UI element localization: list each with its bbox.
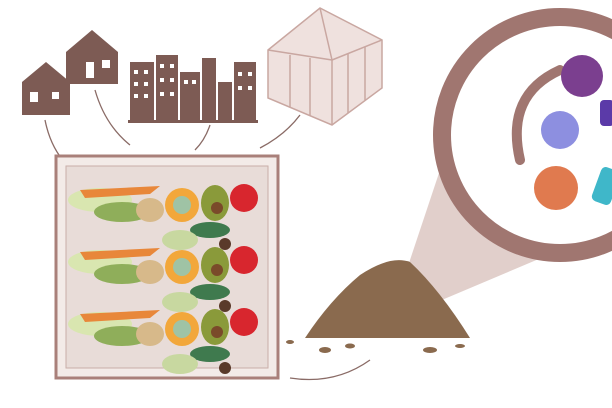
food-waste [68, 184, 258, 374]
microbe-icons [534, 55, 612, 210]
greenhouse-icon [267, 7, 383, 126]
compost-pile-icon [286, 260, 470, 353]
houses-icon [22, 30, 118, 115]
city-buildings-icon [128, 55, 258, 123]
magnifier-lens [433, 8, 612, 262]
